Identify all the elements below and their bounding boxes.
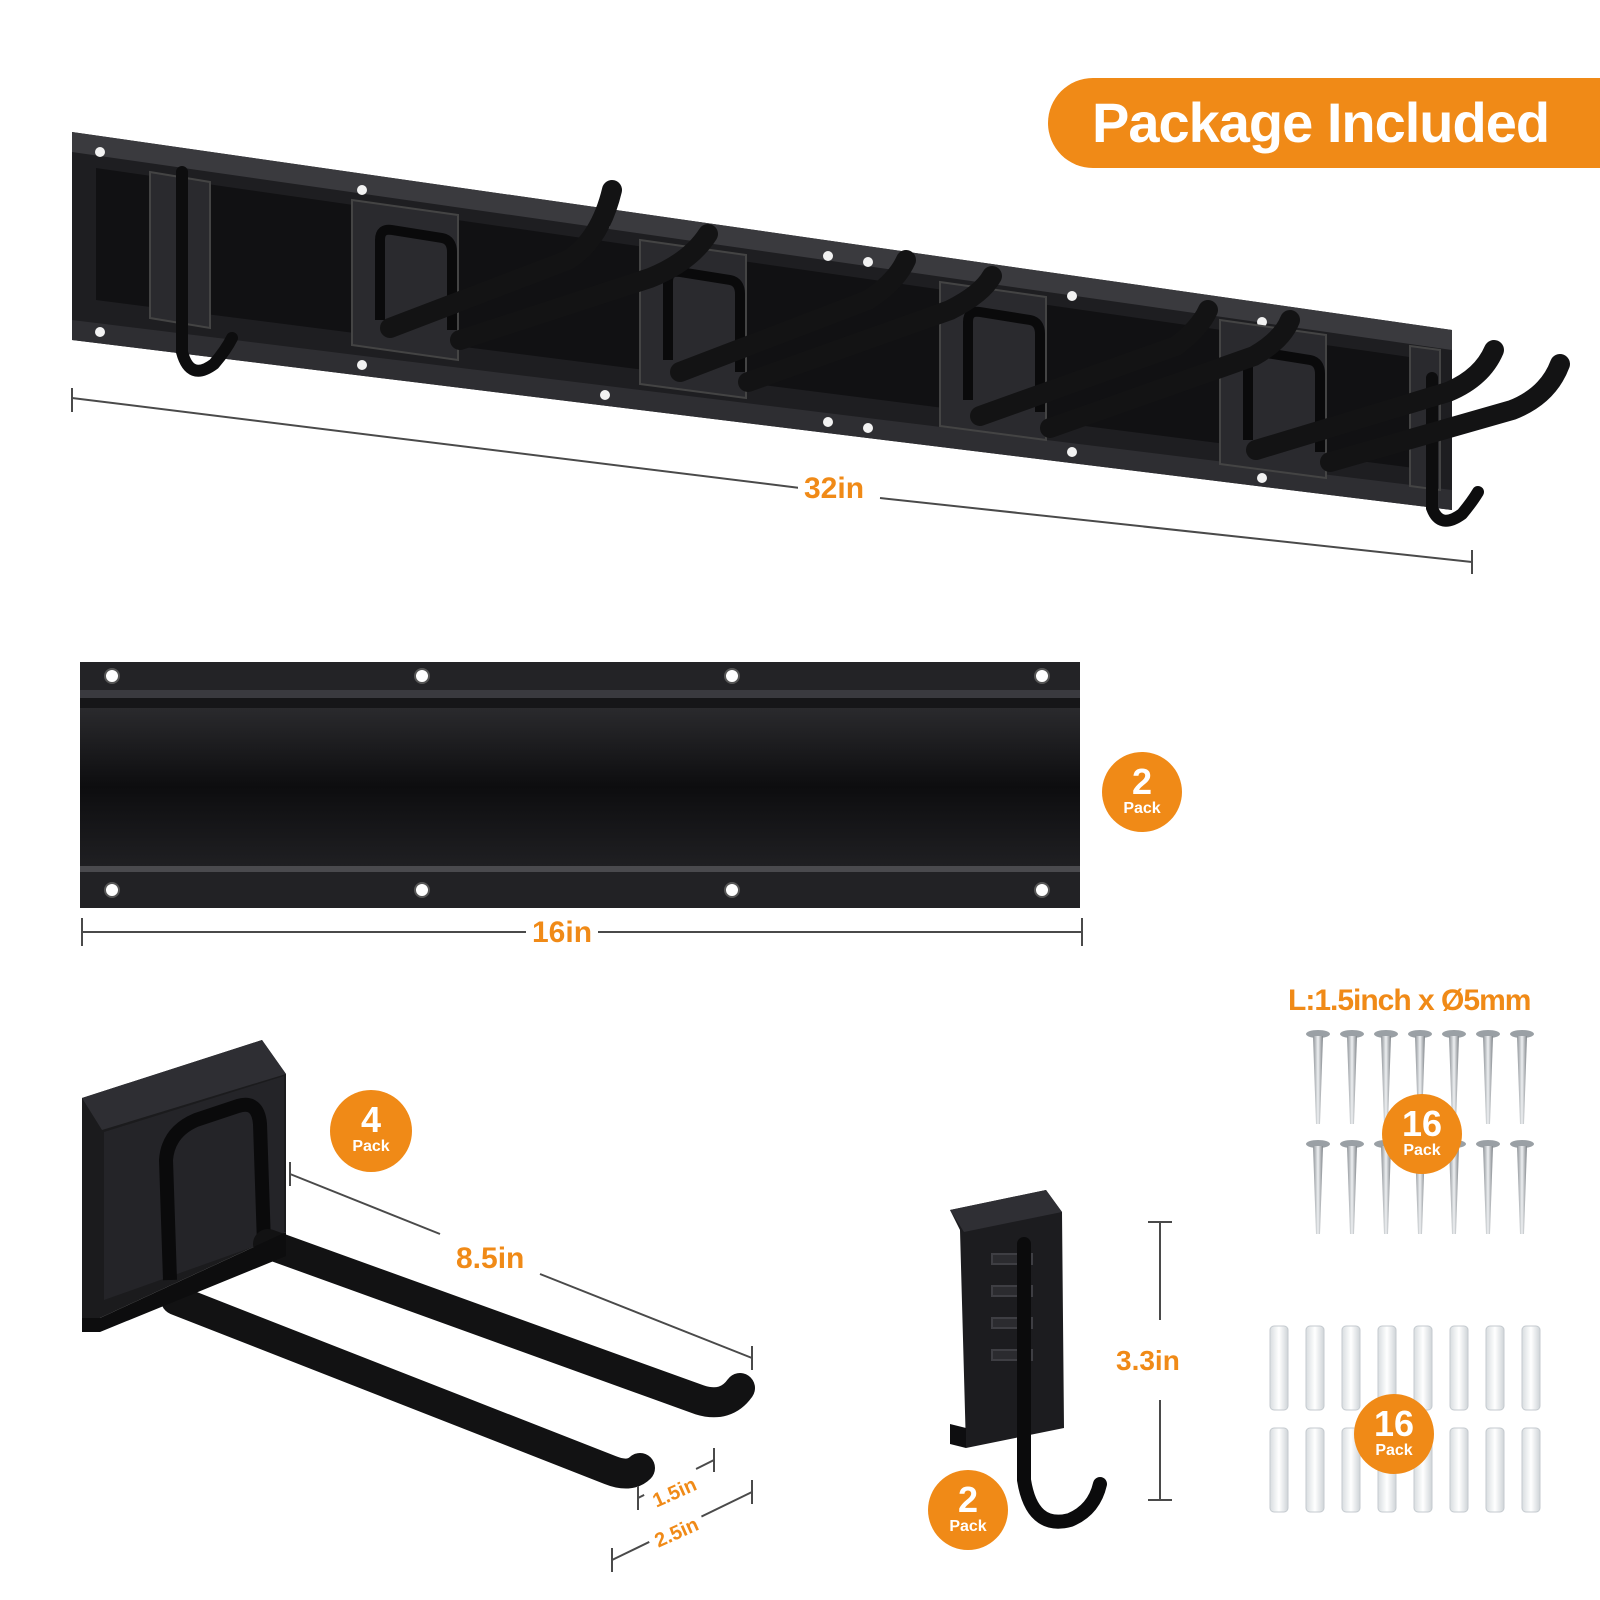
assembled-rack — [72, 132, 1570, 527]
package-included-banner: Package Included — [1048, 78, 1600, 168]
screws-pack-badge: 16 Pack — [1382, 1094, 1462, 1174]
rack-length-label: 32in — [798, 472, 871, 506]
anchors-pack-count: 16 — [1373, 1403, 1415, 1444]
screws-pack-unit: Pack — [1403, 1142, 1441, 1159]
small-hook-height-line — [1148, 1221, 1172, 1501]
anchors-pack-badge: 16 Pack — [1354, 1394, 1434, 1474]
screw-spec: L:1.5inch x Ø5mm — [1288, 984, 1531, 1017]
banner-title: Package Included — [1092, 91, 1550, 154]
hook-length-label: 8.5in — [450, 1242, 531, 1276]
small-hook-height-label: 3.3in — [1110, 1344, 1186, 1378]
wall-rail — [80, 662, 1080, 908]
large-hook — [82, 1040, 755, 1489]
anchors-pack-unit: Pack — [1375, 1442, 1413, 1459]
small-hooks-pack-unit: Pack — [949, 1518, 987, 1535]
rails-pack-badge: 2 Pack — [1102, 752, 1182, 832]
screws-pack-count: 16 — [1401, 1103, 1443, 1144]
rails-pack-count: 2 — [1131, 761, 1153, 802]
small-hook — [950, 1190, 1107, 1529]
rail-length-label: 16in — [526, 916, 599, 950]
rack-length-line — [71, 388, 1473, 574]
rails-pack-unit: Pack — [1123, 800, 1161, 817]
large-hooks-pack-unit: Pack — [352, 1138, 390, 1155]
large-hooks-pack-badge: 4 Pack — [330, 1090, 412, 1172]
small-hooks-pack-count: 2 — [957, 1479, 979, 1520]
large-hooks-pack-count: 4 — [360, 1099, 382, 1140]
small-hooks-pack-badge: 2 Pack — [928, 1470, 1008, 1550]
